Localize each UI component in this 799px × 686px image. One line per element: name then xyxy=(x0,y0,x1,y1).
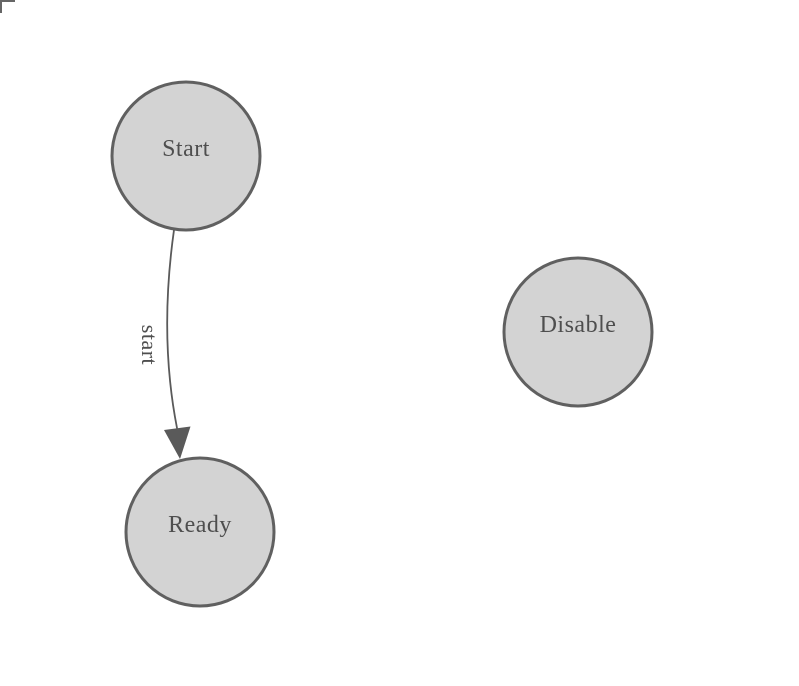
state-circle-start[interactable] xyxy=(110,80,262,232)
arrowhead-icon xyxy=(164,426,191,459)
state-circle-disable[interactable] xyxy=(502,256,654,408)
state-label-disable: Disable xyxy=(540,312,617,338)
state-node-start[interactable]: Start xyxy=(110,80,262,232)
state-node-ready[interactable]: Ready xyxy=(124,456,276,608)
transition-curve[interactable] xyxy=(166,229,178,429)
canvas-corner-mark xyxy=(0,0,15,13)
state-label-ready: Ready xyxy=(168,512,232,538)
state-circle-ready[interactable] xyxy=(124,456,276,608)
transition-start-to-ready[interactable]: start xyxy=(137,229,191,459)
state-label-start: Start xyxy=(162,136,210,162)
state-node-disable[interactable]: Disable xyxy=(502,256,654,408)
transition-label[interactable]: start xyxy=(137,325,162,365)
